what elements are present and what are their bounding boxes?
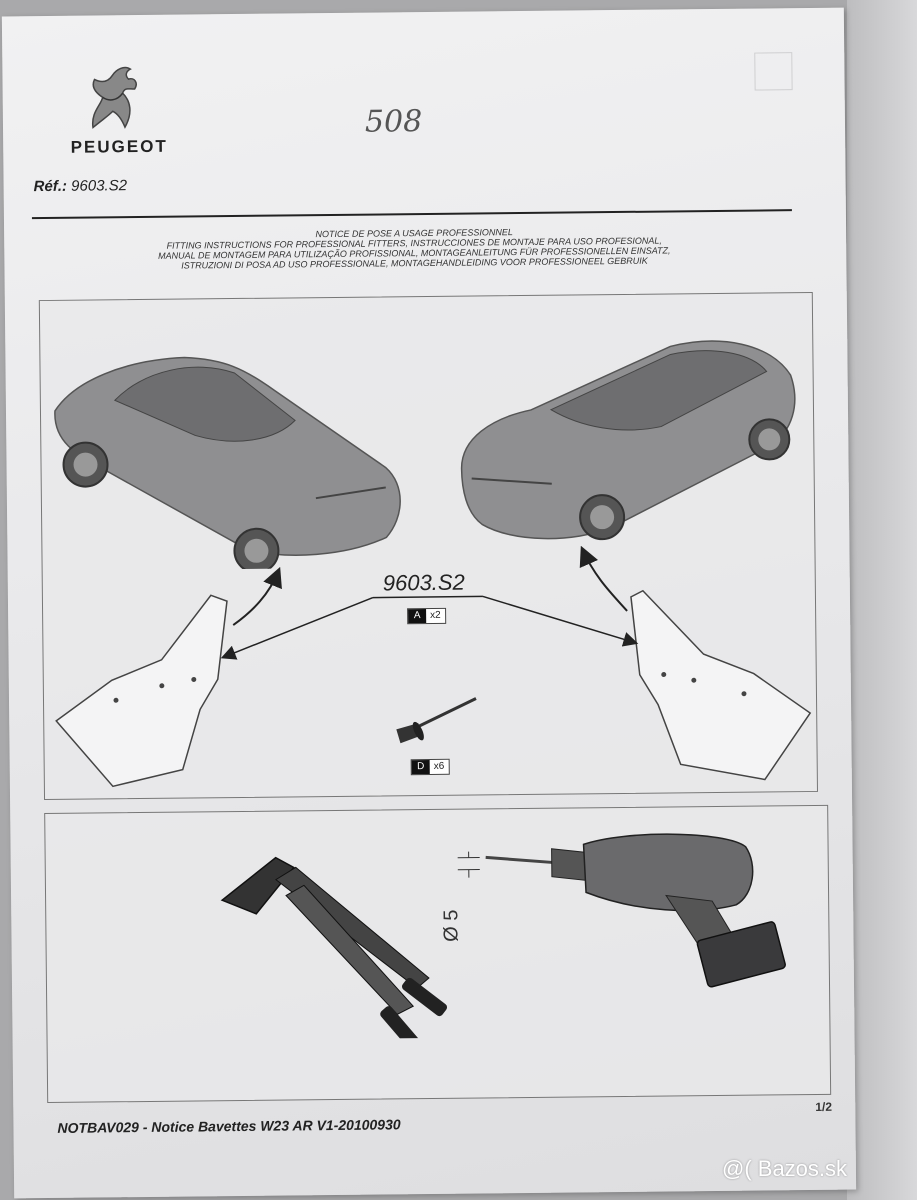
part-a-qty: x2 [430,609,441,621]
part-d-tag: D x6 [410,758,450,776]
reference: Réf.: 9603.S2 [34,177,128,195]
part-a-key: A [408,609,427,624]
drill-illustration [485,833,786,988]
reference-label: Réf.: [33,177,68,196]
reference-value: 9603.S2 [71,177,128,195]
model-number: 508 [364,104,423,140]
site-watermark: @( Bazos.sk [722,1156,848,1181]
drill-diameter: Ø 5 [440,909,463,942]
estate-car-illustration [460,340,796,541]
instruction-languages: NOTICE DE POSE A USAGE PROFESSIONNEL FIT… [74,225,754,272]
rivet-gun-illustration [220,856,448,1041]
sedan-car-illustration [54,356,401,572]
peugeot-lion-logo [91,66,137,129]
parts-panel: 9603.S2 A x2 D x6 [38,291,818,801]
part-a-tag: A x2 [407,607,446,625]
page-number: 1/2 [815,1099,833,1114]
mud-flap-left [55,594,228,788]
brand-name: PEUGEOT [70,136,168,157]
header-rule [31,209,792,220]
page-corner-box [754,52,793,91]
background-surface [847,0,917,1200]
instruction-sheet: PEUGEOT 508 Réf.: 9603.S2 NOTICE DE POSE… [1,7,857,1199]
part-d-key: D [411,760,430,775]
kit-code: 9603.S2 [382,569,465,596]
pointer-arrows [220,545,639,660]
document-id: NOTBAV029 - Notice Bavettes W23 AR V1-20… [57,1116,401,1136]
diameter-marker [457,851,480,878]
rivet-illustration [396,697,477,744]
part-d-qty: x6 [433,760,445,772]
tools-panel: Ø 5 [44,804,832,1104]
